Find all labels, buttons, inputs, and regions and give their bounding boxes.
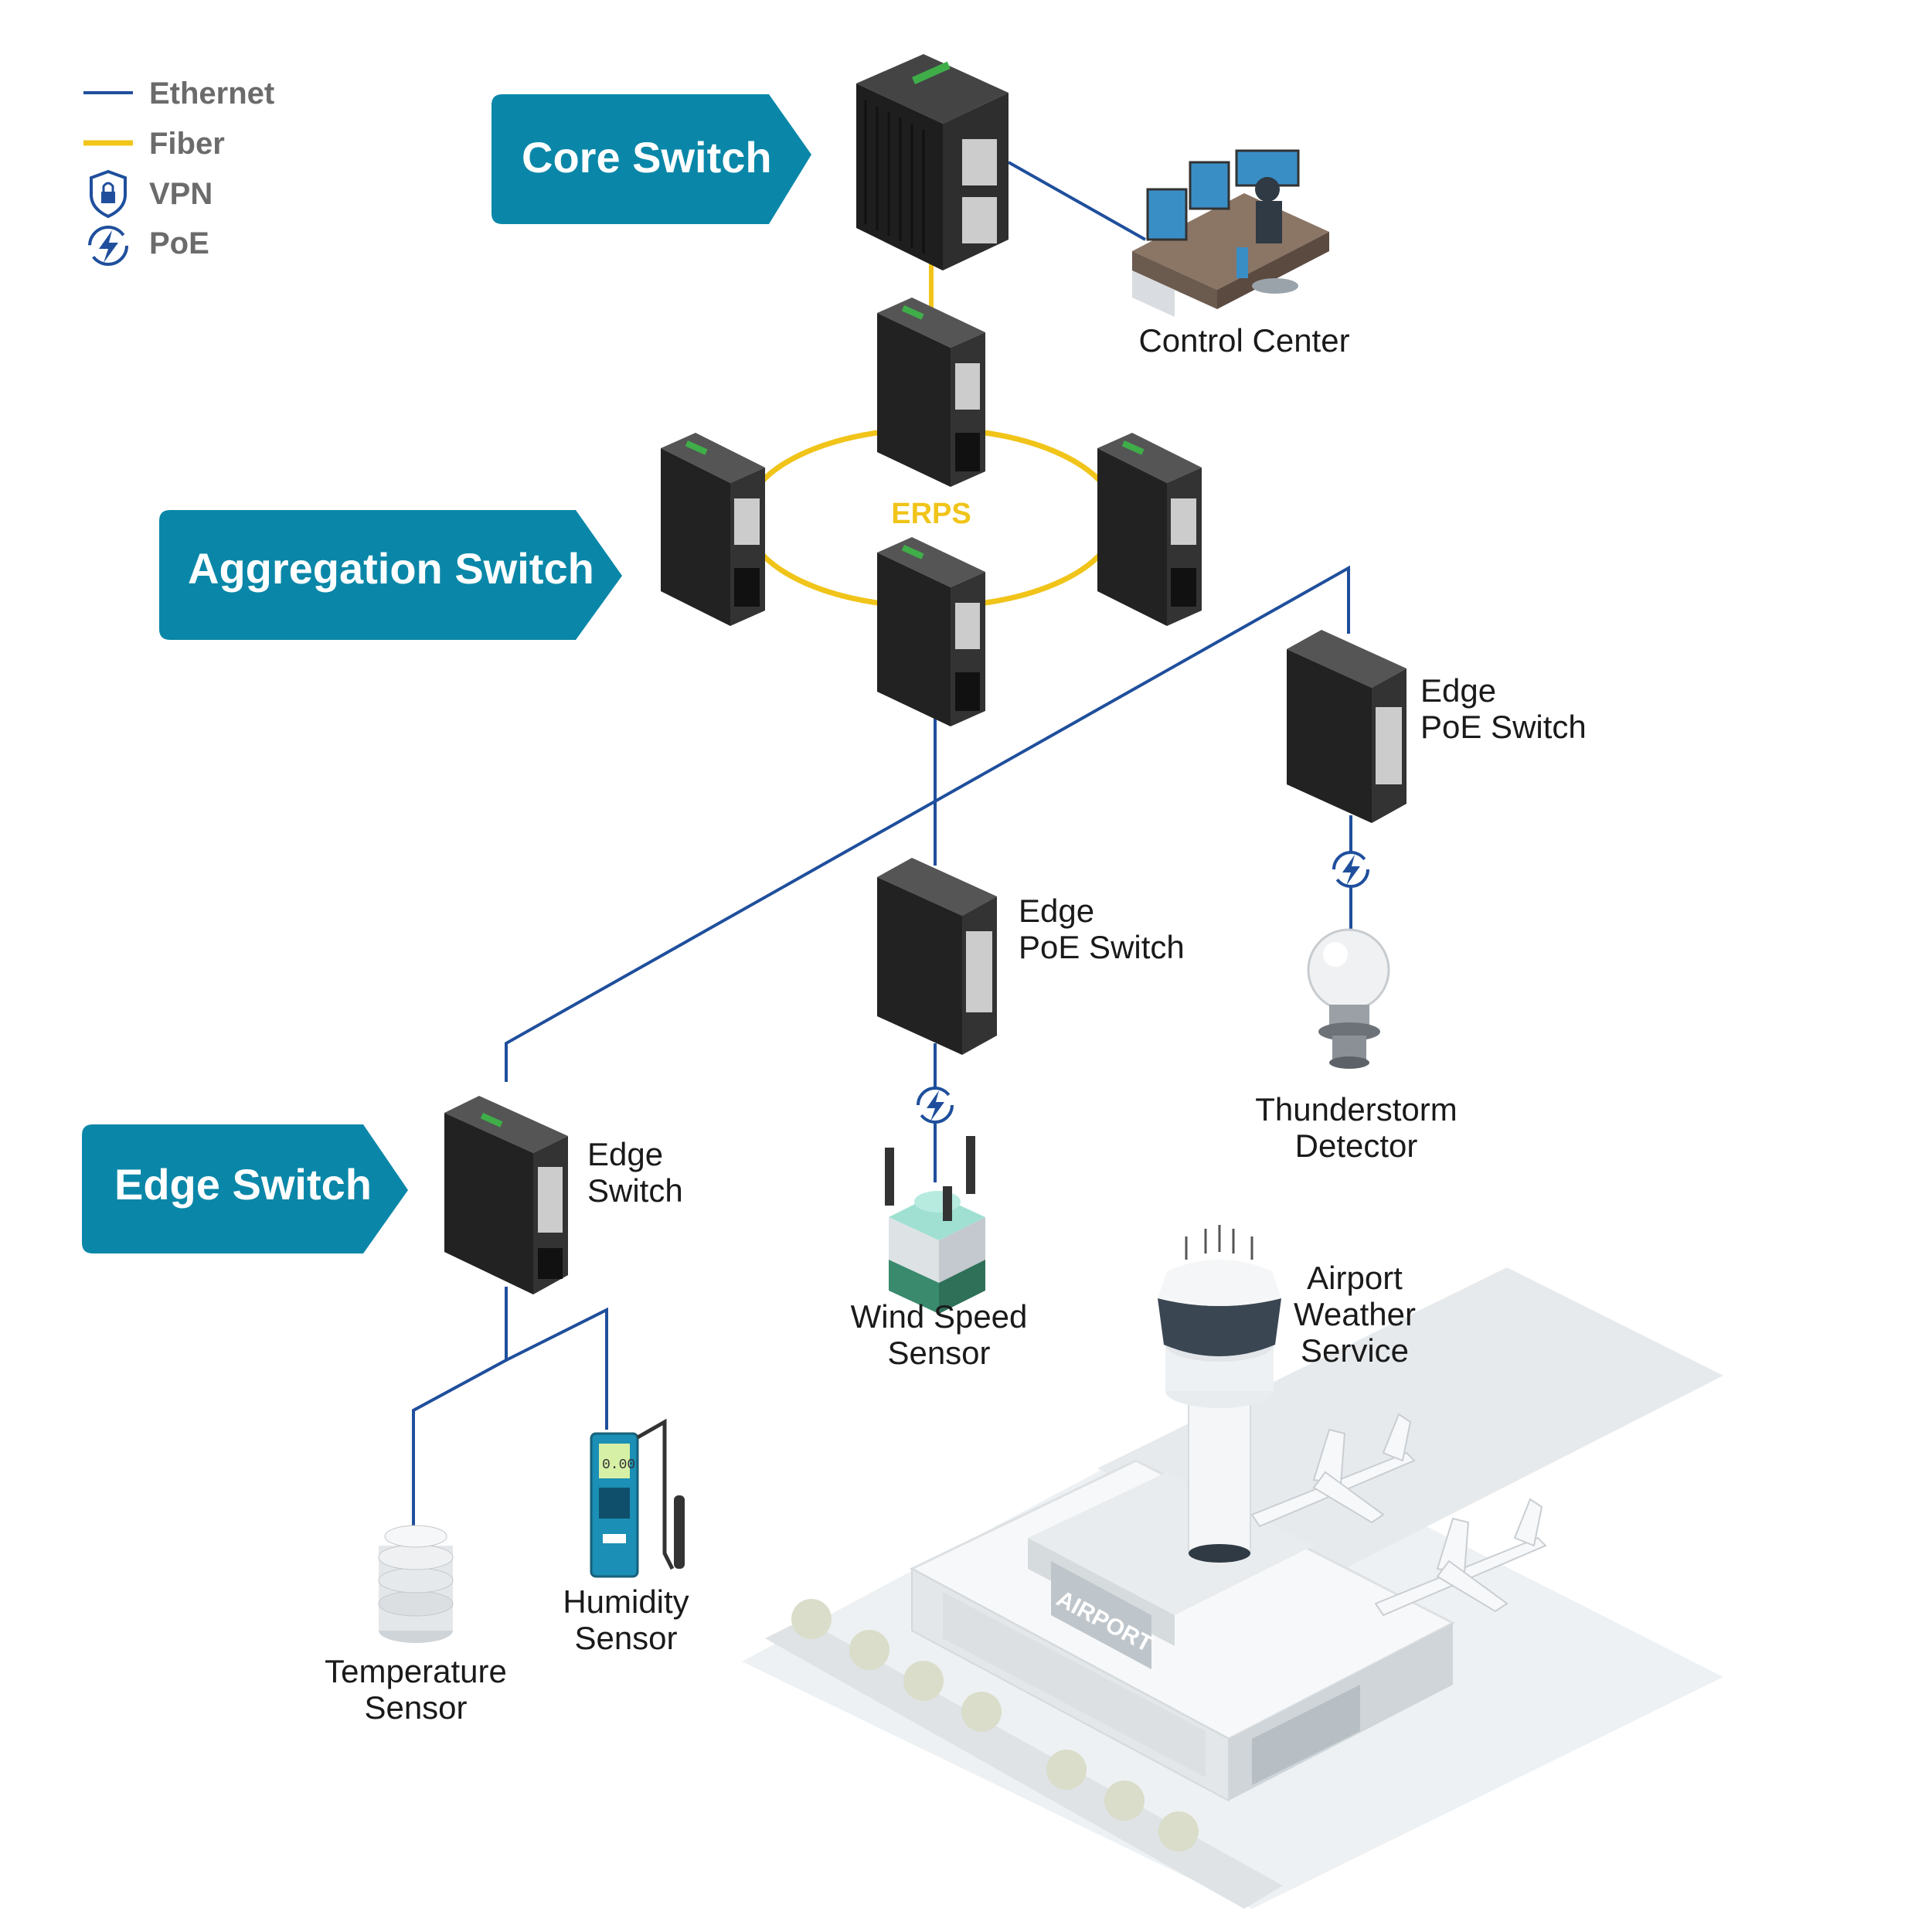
thunderstorm-label-line1: Thunderstorm [1255, 1091, 1457, 1128]
poe-icon-wind [917, 1087, 954, 1124]
edge-switch-device[interactable] [444, 1096, 568, 1294]
humidity-sensor-device: 0.00 [590, 1418, 685, 1578]
airplane-2 [1374, 1498, 1547, 1617]
edge-switch-label: Edge Switch [587, 1136, 683, 1209]
airport-weather-label-line1: Airport [1307, 1260, 1403, 1296]
humidity-label: Humidity Sensor [563, 1583, 689, 1656]
ethernet-control-link [1008, 161, 1146, 241]
humidity-display: 0.00 [602, 1458, 635, 1473]
terminal-building: AIRPORT [909, 1459, 1456, 1802]
aggregation-switch-bottom[interactable] [877, 537, 985, 726]
aggregation-switch-right[interactable] [1097, 433, 1202, 626]
wind-speed-sensor-device [885, 1136, 985, 1314]
aggregation-switch-top[interactable] [877, 298, 985, 487]
legend: Ethernet Fiber VPN PoE [83, 77, 274, 266]
thunderstorm-detector-device [1307, 928, 1390, 1069]
core-switch-banner: Core Switch [492, 94, 811, 224]
edge-switch-title: Edge Switch [114, 1160, 372, 1209]
edge-poe-right-label-line1: Edge [1420, 672, 1496, 709]
legend-poe-label: PoE [149, 226, 209, 260]
temperature-label-line1: Temperature [325, 1653, 507, 1689]
edge-switch-label-line1: Edge [587, 1136, 663, 1172]
shield-lock-icon [90, 169, 127, 219]
edge-poe-middle-label: Edge PoE Switch [1019, 893, 1185, 965]
poe-icon-thunder [1332, 851, 1369, 888]
legend-ethernet-label: Ethernet [149, 77, 274, 111]
airport-weather-label: Airport Weather Service [1294, 1260, 1416, 1369]
edge-poe-switch-right[interactable] [1287, 630, 1406, 823]
edge-poe-right-label-line2: PoE Switch [1420, 709, 1587, 745]
humidity-label-line2: Sensor [574, 1620, 677, 1656]
core-switch-title: Core Switch [522, 133, 772, 182]
temperature-label: Temperature Sensor [325, 1653, 507, 1726]
airport-weather-label-line2: Weather [1294, 1296, 1416, 1332]
legend-fiber-label: Fiber [149, 127, 225, 161]
aggregation-switch-banner: Aggregation Switch [159, 510, 622, 640]
thunderstorm-label-line2: Detector [1295, 1128, 1418, 1164]
control-center-label: Control Center [1138, 322, 1349, 359]
ethernet-temperature-link [412, 1287, 508, 1538]
humidity-label-line1: Humidity [563, 1583, 689, 1620]
wind-speed-label-line1: Wind Speed [851, 1298, 1028, 1335]
ethernet-humidity-link [505, 1307, 608, 1430]
edge-poe-switch-middle[interactable] [877, 858, 997, 1055]
airport-scene: AIRPORT [742, 1225, 1723, 1909]
edge-poe-right-label: Edge PoE Switch [1420, 672, 1587, 745]
trees [791, 1599, 1199, 1852]
wind-speed-label-line2: Sensor [887, 1335, 990, 1371]
edge-poe-middle-label-line2: PoE Switch [1019, 929, 1185, 965]
airport-weather-label-line3: Service [1301, 1332, 1409, 1369]
control-center-device [1132, 149, 1329, 317]
erps-label: ERPS [891, 498, 971, 530]
control-tower [1158, 1225, 1281, 1563]
thunderstorm-label: Thunderstorm Detector [1255, 1091, 1457, 1164]
temperature-label-line2: Sensor [364, 1689, 467, 1726]
wind-speed-label: Wind Speed Sensor [851, 1298, 1028, 1371]
lightning-bolt-icon [88, 226, 128, 266]
temperature-sensor-device [378, 1525, 454, 1643]
aggregation-switch-title: Aggregation Switch [188, 544, 594, 593]
core-switch-device[interactable] [856, 54, 1009, 270]
edge-switch-label-line2: Switch [587, 1172, 683, 1209]
airplane-1 [1250, 1413, 1416, 1528]
edge-switch-banner: Edge Switch [82, 1124, 408, 1253]
legend-vpn-label: VPN [149, 177, 213, 211]
aggregation-switch-left[interactable] [661, 433, 765, 626]
edge-poe-middle-label-line1: Edge [1019, 893, 1094, 929]
